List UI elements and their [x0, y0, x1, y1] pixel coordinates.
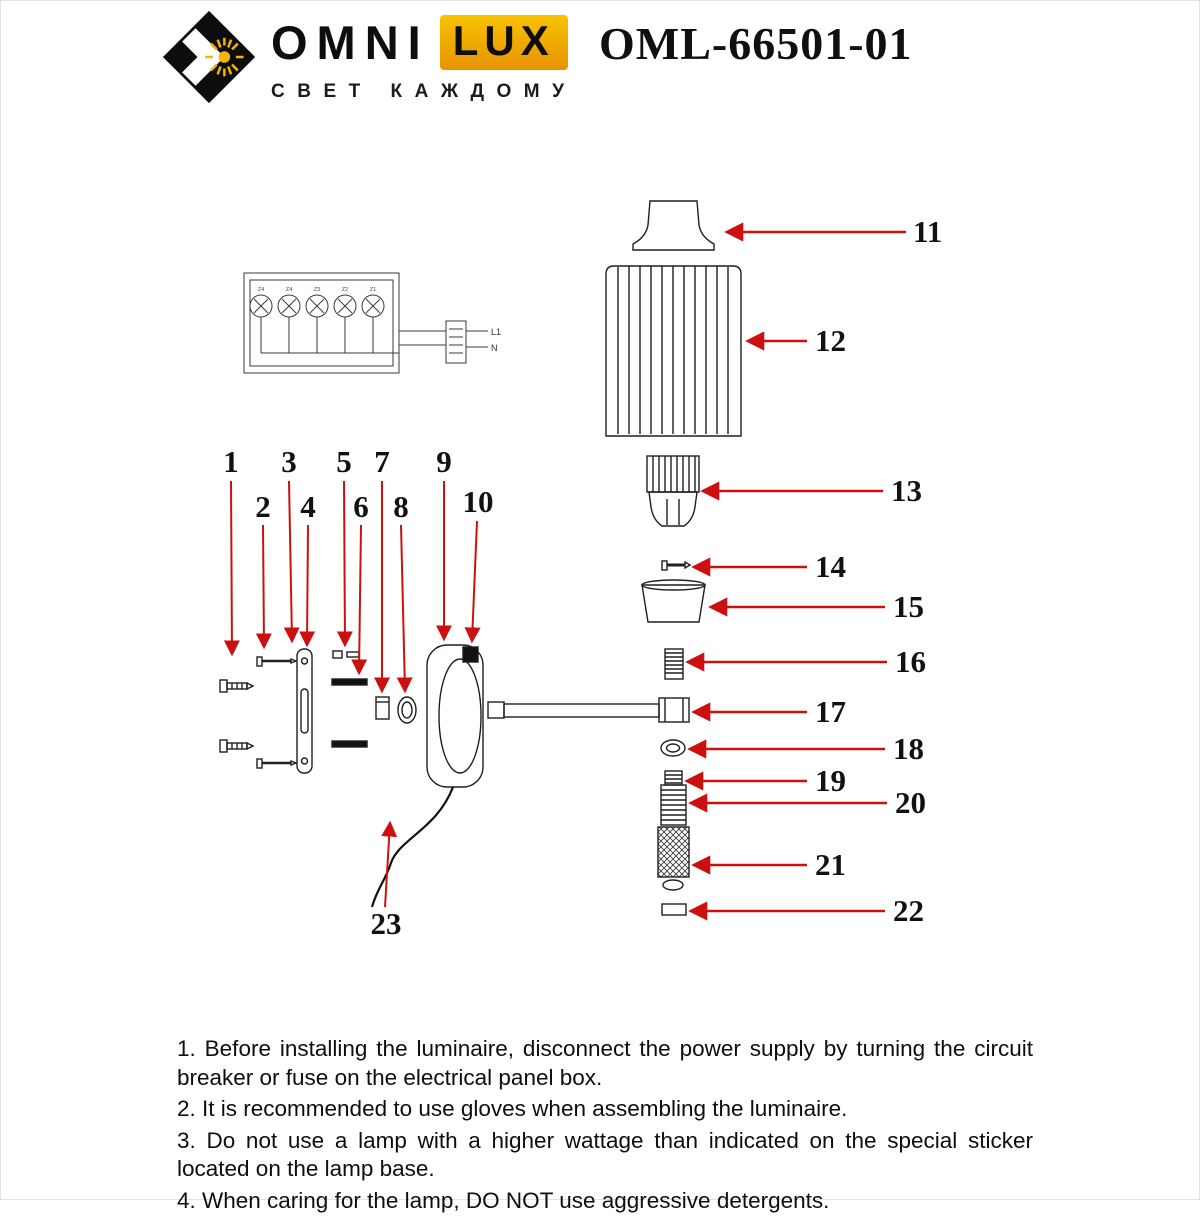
wires — [260, 317, 446, 354]
callout-numbers: 1 2 3 4 5 6 7 8 9 10 11 12 13 14 15 16 1… — [223, 214, 942, 941]
callout-17: 17 — [815, 694, 846, 729]
terminal-label: Z3 — [314, 287, 320, 293]
brand-tagline: СВЕТ КАЖДОМУ — [271, 81, 577, 102]
wire-label-n: N — [491, 343, 498, 353]
callout-19: 19 — [815, 763, 846, 798]
part-arm-tube — [487, 697, 690, 723]
wiring-terminal-block: Z4 Z4 Z3 Z2 Z1 L1 N — [243, 272, 501, 374]
terminal-label: Z4 — [286, 287, 292, 293]
callout-14: 14 — [815, 549, 846, 584]
omnilux-logo-icon — [162, 10, 256, 104]
part-ribbed-shade — [605, 265, 742, 437]
part-knurled-body — [657, 826, 690, 891]
part-top-cap — [632, 200, 715, 251]
callout-5: 5 — [336, 444, 352, 479]
arrow-5 — [336, 480, 353, 648]
arrow-2 — [255, 524, 272, 650]
lamp-parts-column — [487, 200, 742, 916]
callout-22: 22 — [893, 893, 924, 928]
part-gasket — [397, 696, 417, 724]
callout-3: 3 — [281, 444, 297, 479]
arrow-1 — [223, 480, 240, 657]
part-mounting-screws — [219, 679, 255, 753]
brand-logo: OMNI LUX СВЕТ КАЖДОМУ — [161, 9, 576, 105]
sun-rays-icon — [205, 37, 244, 77]
part-collar — [664, 770, 683, 786]
part-ribbed-cylinder — [660, 784, 687, 826]
part-power-cable — [370, 786, 455, 908]
right-callout-arrows — [684, 222, 906, 921]
left-leader-arrows — [223, 480, 481, 908]
instruction-1: 1. Before installing the luminaire, disc… — [177, 1036, 1033, 1090]
instructions-block: 1. Before installing the luminaire, disc… — [177, 1035, 1033, 1218]
part-spacer — [375, 696, 390, 720]
callout-13: 13 — [891, 473, 922, 508]
part-threaded-nipple — [664, 648, 684, 680]
callout-9: 9 — [436, 444, 452, 479]
callout-4: 4 — [300, 489, 316, 524]
wire-connector — [445, 320, 467, 364]
instruction-4: 4. When caring for the lamp, DO NOT use … — [177, 1187, 830, 1213]
callout-16: 16 — [895, 644, 926, 679]
brand-omni: OMNI — [271, 16, 430, 69]
callout-10: 10 — [463, 484, 494, 519]
part-clips — [331, 650, 368, 748]
part-small-plate — [661, 903, 687, 916]
callout-7: 7 — [374, 444, 390, 479]
model-number: OML-66501-01 — [599, 18, 913, 69]
callout-2: 2 — [255, 489, 271, 524]
mounting-parts-group — [219, 644, 484, 908]
assembly-diagram: Z4 Z4 Z3 Z2 Z1 L1 N — [219, 200, 942, 941]
terminal-label: Z1 — [370, 287, 376, 293]
terminal-screws — [249, 294, 385, 318]
instruction-2: 2. It is recommended to use gloves when … — [177, 1096, 848, 1122]
terminal-label: Z2 — [342, 287, 348, 293]
callout-6: 6 — [353, 489, 369, 524]
callout-1: 1 — [223, 444, 239, 479]
callout-21: 21 — [815, 847, 846, 882]
callout-18: 18 — [893, 731, 924, 766]
callout-8: 8 — [393, 489, 409, 524]
part-ring — [660, 739, 686, 757]
part-mounting-bracket — [296, 648, 313, 774]
part-small-screw — [661, 560, 692, 571]
arrow-6 — [351, 524, 368, 676]
wire-label-l1: L1 — [491, 327, 501, 337]
callout-20: 20 — [895, 785, 926, 820]
part-cup — [641, 579, 706, 623]
terminal-label: Z4 — [258, 287, 264, 293]
brand-text: OMNI LUX СВЕТ КАЖДОМУ — [271, 9, 576, 105]
instruction-3: 3. Do not use a lamp with a higher watta… — [177, 1127, 1033, 1182]
callout-11: 11 — [913, 214, 942, 249]
arrow-10 — [464, 520, 481, 644]
arrow-8 — [396, 524, 413, 694]
arrow-4 — [299, 524, 316, 648]
part-lamp-socket — [646, 455, 700, 527]
brand-lux: LUX — [439, 15, 568, 70]
callout-15: 15 — [893, 589, 924, 624]
part-slim-screws — [256, 656, 298, 769]
arrow-23 — [381, 820, 398, 908]
callout-23: 23 — [371, 906, 402, 941]
arrow-3 — [283, 480, 300, 644]
part-square-pad — [462, 646, 479, 663]
part-wall-canopy — [426, 644, 484, 788]
callout-12: 12 — [815, 323, 846, 358]
